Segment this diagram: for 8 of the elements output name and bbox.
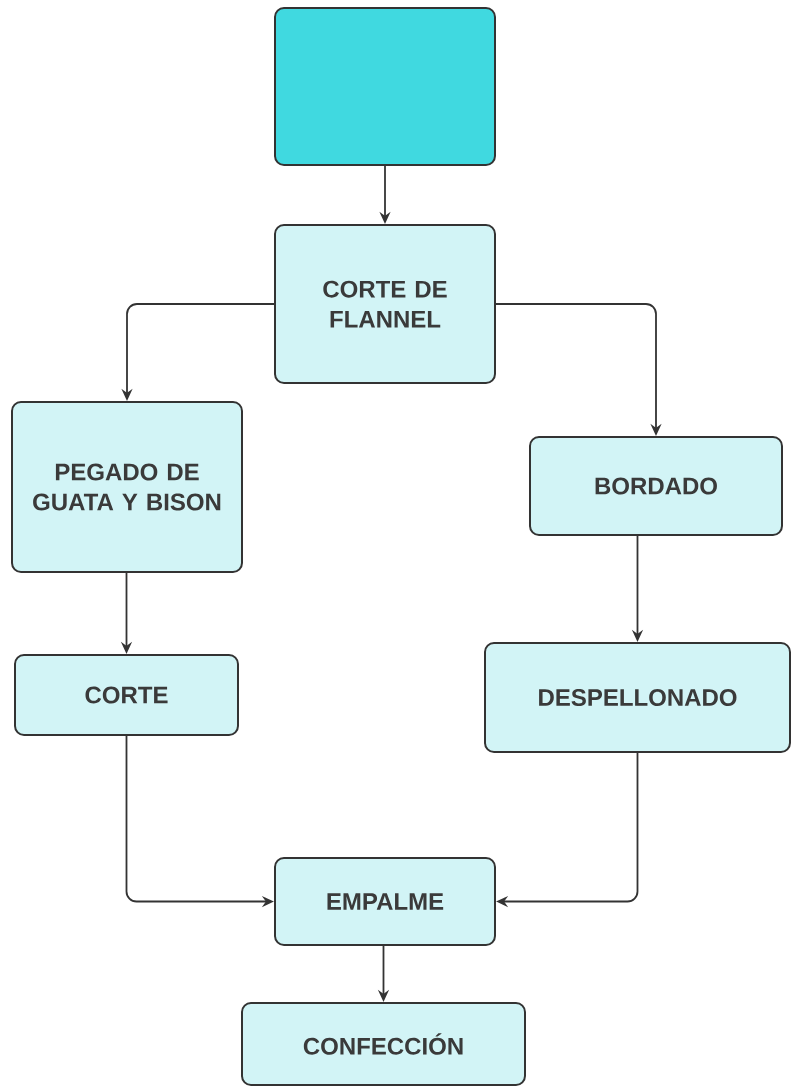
process-box: CORTE — [14, 654, 239, 736]
process-box: BORDADO — [529, 436, 783, 536]
process-box: CONFECCIÓN — [241, 1002, 526, 1086]
process-box: EMPALME — [274, 857, 496, 946]
process-box: DESPELLONADO — [484, 642, 791, 753]
empty-box — [274, 7, 496, 166]
process-box: CORTE DE FLANNEL — [274, 224, 496, 384]
process-box: PEGADO DE GUATA Y BISON — [11, 401, 243, 573]
